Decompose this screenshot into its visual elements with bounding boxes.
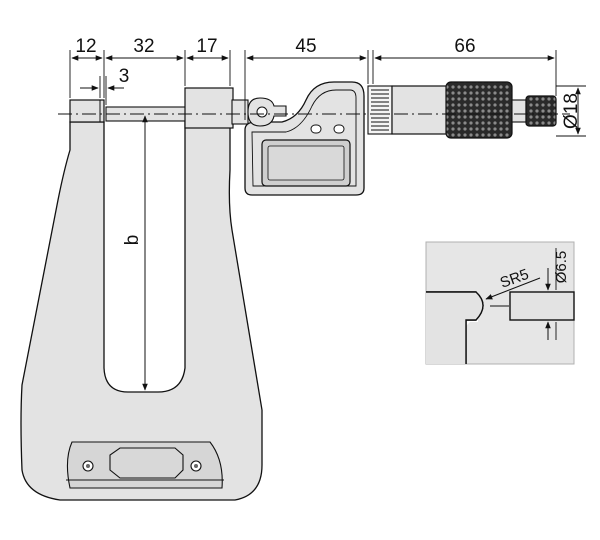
dim-b: b — [122, 235, 143, 246]
dim-12: 12 — [75, 36, 96, 57]
detail-view: SR5 Ø6.5 — [425, 241, 575, 365]
thimble — [391, 85, 449, 135]
ratchet-neck — [511, 99, 527, 123]
dim-3: 3 — [119, 66, 130, 87]
dim-dia18: Ø18 — [561, 93, 582, 129]
display-button-right — [333, 124, 345, 134]
display-button-left — [310, 124, 322, 134]
spindle-sleeve — [184, 87, 234, 129]
dim-66: 66 — [454, 36, 475, 57]
frame-label-plate — [109, 447, 184, 479]
anvil — [69, 99, 105, 123]
dim-45: 45 — [295, 36, 316, 57]
detail-dia6-5: Ø6.5 — [553, 251, 570, 284]
dim-17: 17 — [196, 36, 217, 57]
detail-sr5-leader — [485, 277, 541, 300]
dim-32: 32 — [133, 36, 154, 57]
knurled-grip — [445, 81, 513, 139]
u-frame — [20, 121, 263, 501]
ratchet-stop — [525, 95, 557, 127]
detail-spindle-tip — [509, 291, 575, 321]
